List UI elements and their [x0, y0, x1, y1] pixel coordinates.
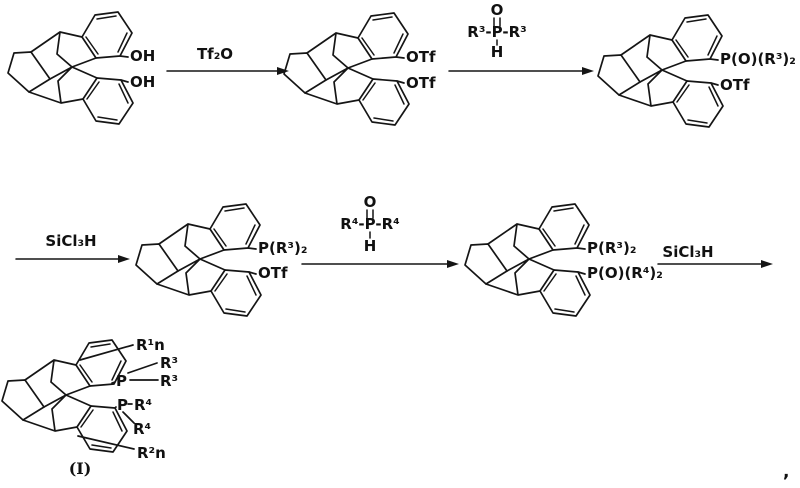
r4-lower-label: R⁴	[133, 420, 151, 438]
molecule-5-phosphine-phosphineoxide: P(R³)₂ P(O)(R⁴)₂	[464, 203, 663, 317]
arrow-head	[118, 255, 130, 263]
substituent-bond	[247, 247, 257, 250]
bottom-group-label: OTf	[720, 76, 750, 94]
r1-bond	[79, 344, 134, 361]
molecule-4-phosphine-triflate: P(R³)₂ OTf	[135, 203, 307, 317]
spirobiindane-skeleton	[283, 12, 410, 126]
arrow-head	[582, 67, 594, 75]
p-bottom-label: P	[117, 396, 128, 414]
double-bond	[493, 17, 501, 27]
reagent-oxygen-label: O	[364, 193, 377, 211]
reaction-arrow-1: Tf₂O	[166, 45, 289, 75]
molecule-1-diol: OH OH	[7, 11, 155, 125]
substituent-bond	[709, 58, 719, 61]
bottom-group-label: OTf	[258, 264, 288, 282]
r4-lower-bond	[122, 411, 135, 424]
spirobiindane-skeleton	[597, 14, 724, 128]
spirobiindane-skeleton	[464, 203, 591, 317]
spirobiindane-skeleton	[7, 11, 134, 125]
bottom-group-label: OH	[130, 73, 155, 91]
substituent-bond	[710, 82, 719, 86]
substituent-bond	[248, 271, 257, 275]
top-group-label: P(O)(R³)₂	[720, 50, 796, 68]
trailing-punctuation: ,	[783, 462, 790, 482]
spirobiindane-skeleton	[1, 339, 128, 453]
r4-upper-label: R⁴	[134, 396, 152, 414]
top-group-label: OH	[130, 47, 155, 65]
bottom-group-label: OTf	[406, 74, 436, 92]
compound-number-label: (I)	[69, 459, 92, 478]
reagent-hydrogen-label: H	[491, 43, 504, 61]
substituent-bond	[577, 271, 586, 275]
reagent-oxygen-label: O	[491, 1, 504, 19]
molecule-3-phosphineoxide-triflate: P(O)(R³)₂ OTf	[597, 14, 796, 128]
reagent-sicl3h-label: SiCl₃H	[45, 232, 96, 250]
substituent-bond	[114, 406, 117, 409]
reagent-sicl3h-label: SiCl₃H	[662, 243, 713, 261]
reagent-phosphine-label: R³-P-R³	[467, 23, 526, 41]
molecule-2-bistriflate: OTf OTf	[283, 12, 436, 126]
reaction-arrow-4: O R⁴-P-R⁴ H	[301, 193, 459, 268]
r3-upper-label: R³	[160, 354, 178, 372]
arrow-head	[761, 260, 773, 268]
r2-bond	[77, 435, 135, 450]
arrow-head	[447, 260, 459, 268]
substituent-bond	[111, 381, 116, 384]
reaction-arrow-2: O R³-P-R³ H	[448, 1, 594, 75]
r1-group-label: R¹n	[136, 336, 165, 354]
arrow-head	[277, 67, 289, 75]
top-group-label: P(R³)₂	[587, 239, 636, 257]
reaction-arrow-5: SiCl₃H	[657, 243, 773, 268]
r3-lower-label: R³	[160, 372, 178, 390]
p-top-label: P	[116, 372, 127, 390]
substituent-bond	[395, 56, 405, 59]
spirobiindane-skeleton	[135, 203, 262, 317]
top-group-label: P(R³)₂	[258, 239, 307, 257]
r3-upper-bond	[127, 362, 158, 374]
substituent-bond	[119, 55, 129, 58]
top-group-label: OTf	[406, 48, 436, 66]
reagent-tf2o-label: Tf₂O	[197, 45, 233, 63]
reaction-arrow-3: SiCl₃H	[15, 232, 130, 263]
double-bond	[366, 209, 374, 219]
reagent-phosphine-label: R⁴-P-R⁴	[340, 215, 399, 233]
reagent-hydrogen-label: H	[364, 237, 377, 255]
r2-group-label: R²n	[137, 444, 166, 462]
substituent-bond	[120, 79, 129, 83]
substituent-bond	[396, 80, 405, 84]
bottom-group-label: P(O)(R⁴)₂	[587, 264, 663, 282]
substituent-bond	[576, 247, 586, 250]
molecule-6-product: R¹n P R³ R³ P R⁴ R⁴ R²n (I)	[1, 336, 178, 478]
